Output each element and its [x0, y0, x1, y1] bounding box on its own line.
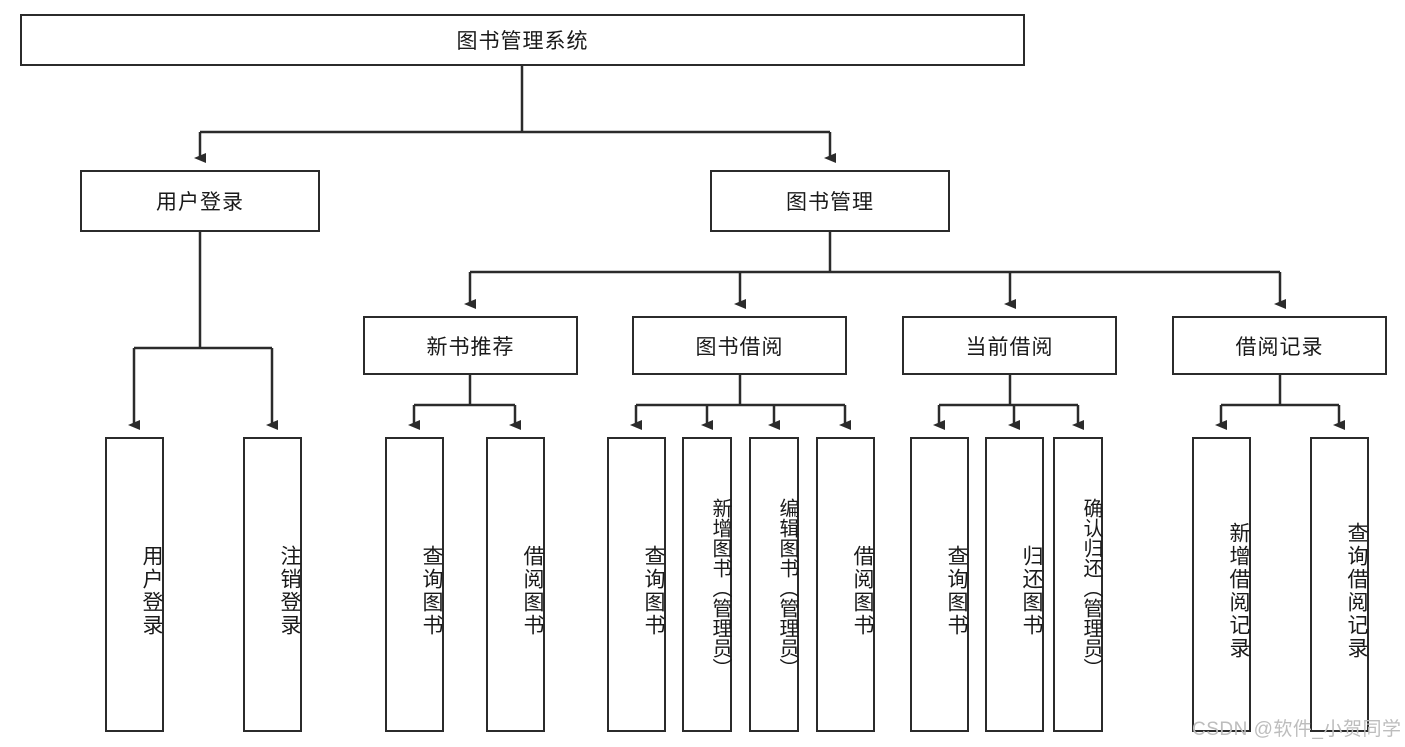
node-leaf-confirm-return-admin-label: 确认归还（管理员） [1080, 497, 1102, 678]
node-leaf-return-book[interactable]: 归还图书 [985, 437, 1044, 732]
node-leaf-borrow-book-borrow-label: 借阅图书 [851, 544, 874, 637]
node-new-book-recommend[interactable]: 新书推荐 [363, 316, 578, 375]
node-leaf-add-book-admin[interactable]: 新增图书（管理员） [682, 437, 732, 732]
node-user-login-label: 用户登录 [156, 191, 244, 214]
node-leaf-query-book-current-label: 查询图书 [945, 544, 968, 637]
node-leaf-query-book-recommend-label: 查询图书 [420, 544, 443, 637]
node-root-label: 图书管理系统 [456, 30, 589, 53]
node-user-login[interactable]: 用户登录 [80, 170, 320, 232]
node-current-borrow-label: 当前借阅 [965, 335, 1054, 359]
node-leaf-query-book-borrow-label: 查询图书 [642, 544, 665, 637]
node-leaf-confirm-return-admin[interactable]: 确认归还（管理员） [1053, 437, 1103, 732]
node-leaf-edit-book-admin[interactable]: 编辑图书（管理员） [749, 437, 799, 732]
node-leaf-add-borrow-record[interactable]: 新增借阅记录 [1192, 437, 1251, 732]
node-new-book-recommend-label: 新书推荐 [426, 335, 515, 359]
node-leaf-edit-book-admin-label: 编辑图书（管理员） [776, 497, 798, 678]
node-leaf-add-book-admin-label: 新增图书（管理员） [709, 497, 731, 678]
node-leaf-add-borrow-record-label: 新增借阅记录 [1227, 521, 1250, 660]
node-leaf-borrow-book-borrow[interactable]: 借阅图书 [816, 437, 875, 732]
node-book-manage[interactable]: 图书管理 [710, 170, 950, 232]
node-root-system[interactable]: 图书管理系统 [20, 14, 1025, 66]
node-leaf-query-book-current[interactable]: 查询图书 [910, 437, 969, 732]
node-leaf-return-book-label: 归还图书 [1020, 544, 1043, 637]
node-leaf-user-login[interactable]: 用户登录 [105, 437, 164, 732]
node-leaf-borrow-book-recommend[interactable]: 借阅图书 [486, 437, 545, 732]
node-borrow-record-label: 借阅记录 [1235, 335, 1324, 359]
node-leaf-query-borrow-record[interactable]: 查询借阅记录 [1310, 437, 1369, 732]
node-leaf-logout-login-label: 注销登录 [278, 544, 301, 637]
node-book-borrow[interactable]: 图书借阅 [632, 316, 847, 375]
node-leaf-query-borrow-record-label: 查询借阅记录 [1345, 521, 1368, 660]
node-leaf-query-book-borrow[interactable]: 查询图书 [607, 437, 666, 732]
node-borrow-record[interactable]: 借阅记录 [1172, 316, 1387, 375]
node-current-borrow[interactable]: 当前借阅 [902, 316, 1117, 375]
node-leaf-query-book-recommend[interactable]: 查询图书 [385, 437, 444, 732]
node-book-manage-label: 图书管理 [786, 191, 874, 214]
node-leaf-borrow-book-recommend-label: 借阅图书 [521, 544, 544, 637]
csdn-watermark: CSDN @软件_小贺同学 [1192, 719, 1402, 740]
node-leaf-user-login-label: 用户登录 [140, 544, 163, 637]
node-leaf-logout-login[interactable]: 注销登录 [243, 437, 302, 732]
node-book-borrow-label: 图书借阅 [695, 335, 784, 359]
